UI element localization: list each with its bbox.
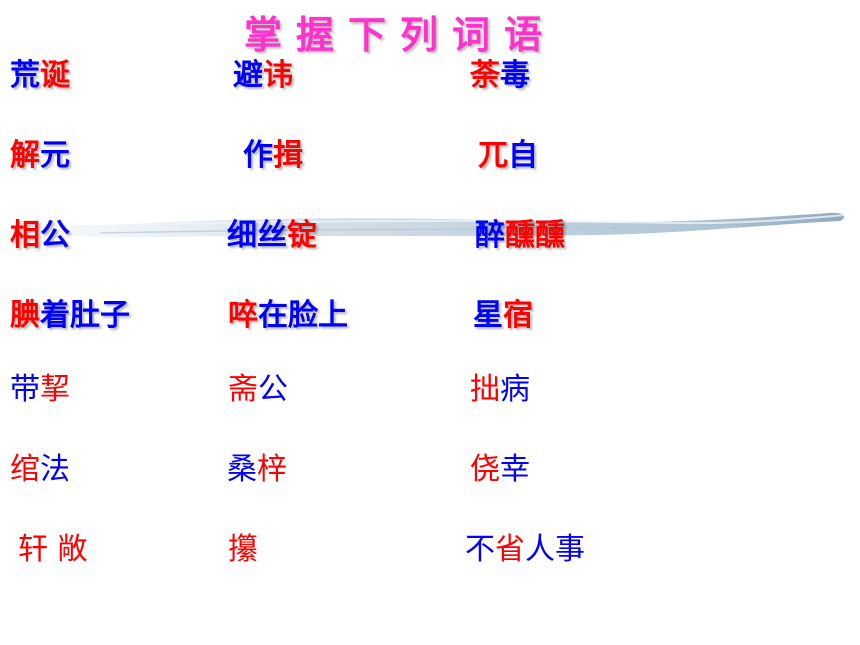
vocab-segment: 避 xyxy=(233,58,263,93)
vocab-segment: 桑 xyxy=(227,452,257,487)
vocab-word: 斋公 xyxy=(228,372,288,408)
vocab-segment: 醉 xyxy=(475,218,505,253)
vocab-word: 荼毒 xyxy=(470,58,530,94)
vocab-word: 啐在脸上 xyxy=(228,298,348,334)
vocab-segment: 轩 敞 xyxy=(18,532,88,567)
vocab-word: 细丝锭 xyxy=(227,218,317,254)
vocab-segment: 诞 xyxy=(40,58,70,93)
vocab-segment: 星 xyxy=(473,298,503,333)
vocab-word: 醉醺醺 xyxy=(475,218,565,254)
vocab-segment: 梓 xyxy=(257,452,287,487)
vocab-segment: 自 xyxy=(508,138,538,173)
brush-stroke-decoration xyxy=(40,212,846,238)
vocab-segment: 挈 xyxy=(40,372,70,407)
vocab-segment: 人事 xyxy=(525,532,585,567)
vocab-segment: 荒 xyxy=(10,58,40,93)
vocab-word: 侥幸 xyxy=(470,452,530,488)
vocab-segment: 细丝 xyxy=(227,218,287,253)
vocab-word: 拙病 xyxy=(470,372,530,408)
vocab-word: 荒诞 xyxy=(10,58,70,94)
vocab-segment: 兀 xyxy=(478,138,508,173)
vocab-segment: 荼 xyxy=(470,58,500,93)
vocab-segment: 毒 xyxy=(500,58,530,93)
vocab-segment: 元 xyxy=(40,138,70,173)
vocab-segment: 腆 xyxy=(10,298,40,333)
vocab-segment: 侥 xyxy=(470,452,500,487)
vocab-segment: 揖 xyxy=(273,138,303,173)
vocab-segment: 着肚子 xyxy=(40,298,130,333)
vocab-segment: 病 xyxy=(500,372,530,407)
vocab-segment: 斋 xyxy=(228,372,258,407)
vocab-word: 绾法 xyxy=(10,452,70,488)
vocab-segment: 解 xyxy=(10,138,40,173)
vocab-segment: 幸 xyxy=(500,452,530,487)
vocab-segment: 省 xyxy=(495,532,525,567)
vocab-segment: 啐 xyxy=(228,298,258,333)
vocab-segment: 法 xyxy=(40,452,70,487)
vocab-word: 带挈 xyxy=(10,372,70,408)
vocab-segment: 讳 xyxy=(263,58,293,93)
vocab-segment: 作 xyxy=(243,138,273,173)
vocab-segment: 在脸上 xyxy=(258,298,348,333)
vocab-segment: 公 xyxy=(258,372,288,407)
vocab-segment: 宿 xyxy=(503,298,533,333)
vocab-segment: 拙 xyxy=(470,372,500,407)
vocab-segment: 相 xyxy=(10,218,40,253)
vocab-word: 桑梓 xyxy=(227,452,287,488)
vocab-segment: 攥 xyxy=(228,532,258,567)
vocab-word: 避讳 xyxy=(233,58,293,94)
vocab-segment: 公 xyxy=(40,218,70,253)
vocab-word: 轩 敞 xyxy=(18,532,88,568)
vocab-word: 不省人事 xyxy=(465,532,585,568)
vocab-word: 相公 xyxy=(10,218,70,254)
vocab-word: 兀自 xyxy=(478,138,538,174)
vocab-word: 解元 xyxy=(10,138,70,174)
vocab-word: 攥 xyxy=(228,532,258,568)
vocab-segment: 锭 xyxy=(287,218,317,253)
vocab-word: 腆着肚子 xyxy=(10,298,130,334)
vocab-segment: 醺醺 xyxy=(505,218,565,253)
vocab-segment: 绾 xyxy=(10,452,40,487)
vocab-word: 作揖 xyxy=(243,138,303,174)
vocab-segment: 带 xyxy=(10,372,40,407)
vocab-segment: 不 xyxy=(465,532,495,567)
page-title: 掌握下列词语 xyxy=(243,13,556,57)
vocab-word: 星宿 xyxy=(473,298,533,334)
